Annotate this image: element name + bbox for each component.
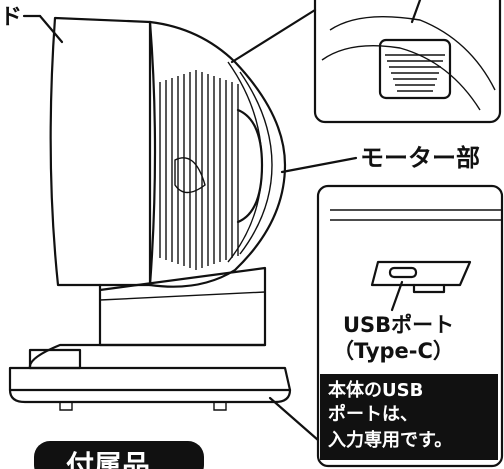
top-left-label-text: ド (0, 5, 22, 30)
fan-rear-housing (49, 16, 157, 287)
callout-grille (385, 54, 445, 92)
accessories-heading: 付属品 (34, 441, 204, 469)
usb-callout-box (316, 184, 504, 468)
fan-blade (174, 157, 206, 194)
callout-leader-bottom (268, 396, 320, 442)
top-left-label: ド (0, 5, 64, 44)
motor-label-text: モーター部 (360, 144, 480, 172)
usb-port (388, 266, 418, 279)
usb-note-line3: 入力専用です。 (328, 429, 452, 451)
fan-stand-neck (98, 266, 267, 347)
callout-box-top (313, 0, 502, 124)
fan-grille (159, 70, 239, 270)
callout-leader-top (230, 8, 317, 64)
usb-port-type-label: （Type-C） (333, 339, 454, 363)
usb-note-line1: 本体のUSB (328, 379, 423, 401)
usb-note-box: 本体のUSB ポートは、 入力専用です。 (320, 374, 498, 460)
usb-port-label: USBポート (343, 313, 454, 337)
fan-front-guard (148, 20, 287, 288)
fan-base (8, 343, 292, 411)
accessories-heading-text: 付属品 (66, 449, 150, 469)
motor-label: モーター部 (280, 144, 480, 174)
usb-note-line2: ポートは、 (328, 403, 418, 425)
